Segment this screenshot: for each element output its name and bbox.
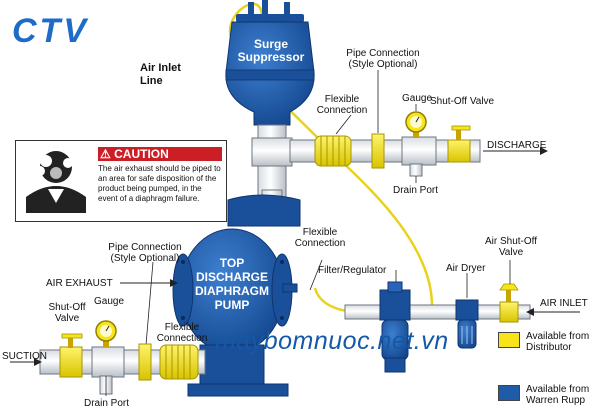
filter-regulator-label: Filter/Regulator — [318, 265, 387, 276]
legend-label-distributor: Available from Distributor — [526, 331, 590, 353]
air-inlet-label: AIR INLET — [540, 298, 588, 309]
diaphragm-pump — [172, 194, 301, 397]
caution-box: ⚠ CAUTION The air exhaust should be pipe… — [15, 140, 227, 222]
air-inlet-line-label: Air Inlet Line — [140, 62, 181, 87]
suction-label: SUCTION — [2, 351, 47, 362]
flexible-connection-mid-label: Flexible Connection — [294, 227, 346, 249]
gauge-left-label: Gauge — [94, 296, 125, 307]
air-dryer — [455, 299, 479, 349]
drain-port-bottom-label: Drain Port — [84, 398, 130, 409]
pipe-flange-left — [138, 343, 152, 381]
discharge-label: DISCHARGE — [487, 140, 547, 151]
watermark: maybomnuoc.net.vn — [215, 327, 449, 355]
gauge-top — [405, 111, 427, 138]
pipe-flange-top — [371, 133, 385, 169]
hazard-person-icon — [20, 145, 92, 217]
shutoff-valve-top — [447, 125, 471, 163]
pipe-connection-left-label: Pipe Connection (Style Optional) — [108, 242, 182, 264]
flex-connection-bottom — [159, 344, 199, 380]
flexible-connection-bottom-label: Flexible Connection — [156, 322, 208, 344]
shutoff-valve-top-label: Shut-Off Valve — [430, 96, 495, 107]
shutoff-valve-left — [59, 333, 83, 378]
caution-title: CAUTION — [114, 147, 169, 161]
pump-label: TOP DISCHARGE DIAPHRAGM PUMP — [195, 256, 269, 312]
ctv-logo: CTV — [12, 12, 89, 50]
shutoff-valve-left-label: Shut-Off Valve — [48, 302, 86, 324]
air-dryer-label: Air Dryer — [446, 263, 486, 274]
flexible-connection-top-label: Flexible Connection — [316, 94, 368, 116]
legend-label-warren-rupp: Available from Warren Rupp — [526, 384, 590, 406]
legend-swatch-distributor — [498, 332, 520, 348]
drain-port-top-label: Drain Port — [393, 185, 439, 196]
pipe-connection-top-label: Pipe Connection (Style Optional) — [346, 48, 420, 70]
caution-warning-icon: ⚠ — [100, 147, 111, 161]
surge-suppressor-label: Surge Suppressor — [237, 37, 305, 64]
air-exhaust-label: AIR EXHAUST — [46, 278, 113, 289]
caution-text: The air exhaust should be piped to an ar… — [98, 164, 221, 203]
air-shutoff-valve-label: Air Shut-Off Valve — [484, 236, 538, 258]
legend-swatch-warren-rupp — [498, 385, 520, 401]
gauge-top-label: Gauge — [402, 93, 433, 104]
gauge-left — [95, 320, 117, 347]
filter-regulator — [379, 281, 411, 373]
flex-connection-top — [314, 135, 352, 167]
air-shutoff-valve — [499, 283, 519, 323]
surge-suppressor — [225, 0, 315, 126]
